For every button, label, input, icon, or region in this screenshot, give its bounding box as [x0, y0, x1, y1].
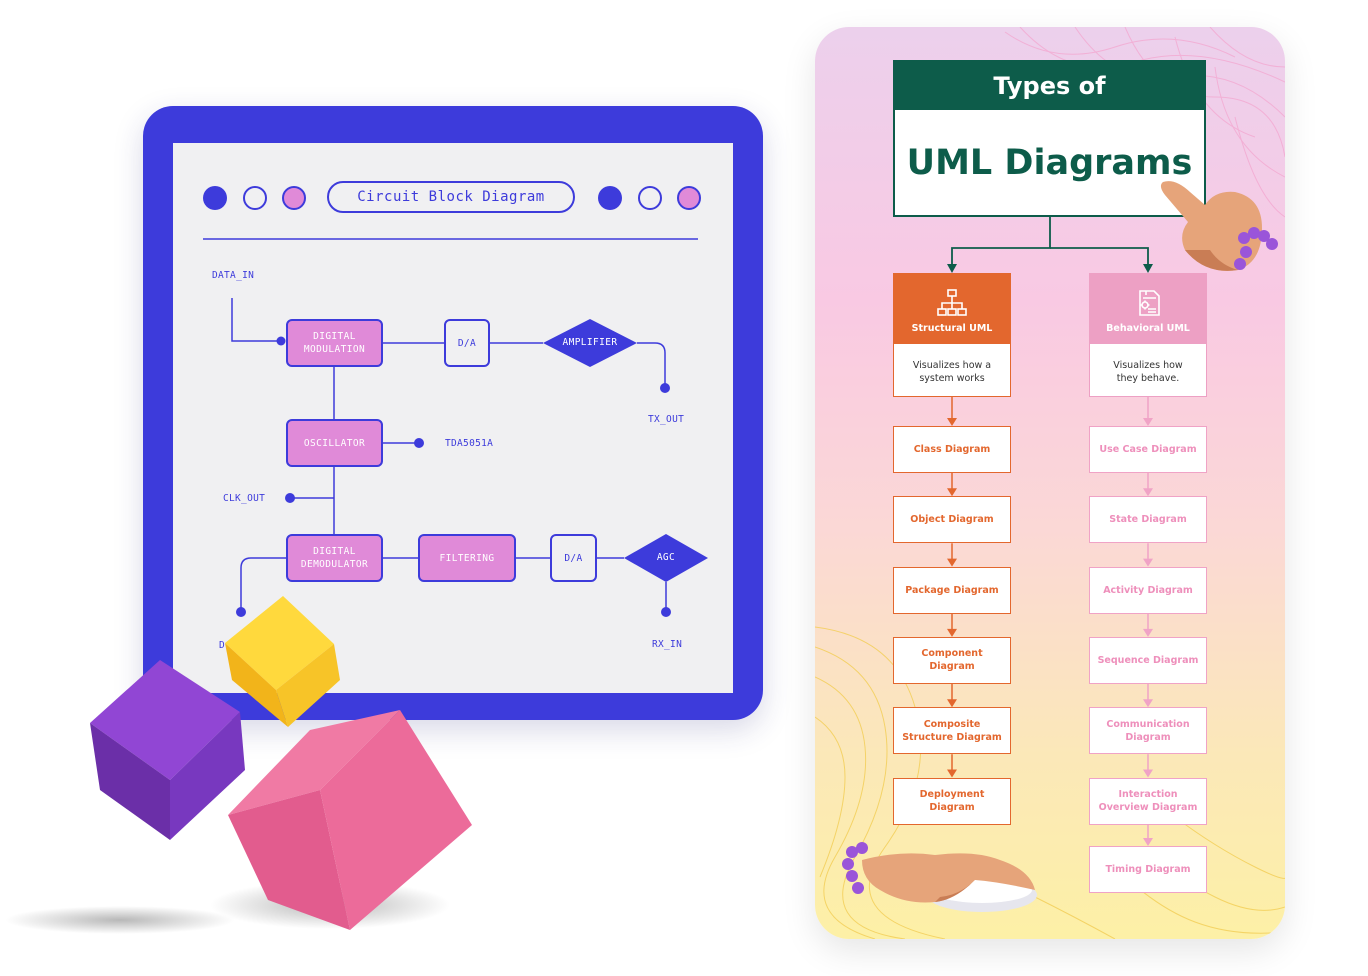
signal-data-out: D [219, 640, 226, 651]
structural-node: Class Diagram [893, 426, 1011, 473]
structural-node: Deployment Diagram [893, 777, 1011, 825]
block-digital-demodulator: DIGITAL DEMODULATOR [286, 534, 383, 582]
uml-header-title: UML Diagrams [906, 142, 1193, 183]
behavioral-node: Activity Diagram [1089, 566, 1207, 614]
behavioral-arrow-head [1143, 628, 1153, 637]
behavioral-uml-description: Visualizes how they behave. [1113, 360, 1183, 384]
block-digital-modulation: DIGITAL MODULATION [286, 319, 383, 367]
behavioral-arrow-head [1143, 558, 1153, 567]
structural-arrow-head [947, 699, 957, 708]
signal-rx-in: RX_IN [652, 639, 683, 650]
behavioral-arrow-head [1143, 699, 1153, 708]
block-oscillator: OSCILLATOR [286, 419, 383, 467]
behavioral-node: State Diagram [1089, 496, 1207, 544]
behavioral-arrow-head [1143, 488, 1153, 497]
dot-pink-right [677, 186, 701, 210]
circuit-title: Circuit Block Diagram [327, 181, 575, 213]
signal-clk-out: CLK_OUT [223, 493, 266, 504]
block-da-top: D/A [444, 319, 490, 367]
circuit-wires [203, 238, 708, 617]
structural-arrow-head [947, 418, 957, 426]
structural-node: Composite Structure Diagram [893, 707, 1011, 755]
behavioral-node: Timing Diagram [1089, 846, 1207, 893]
structural-uml-card: Structural UML Visualizes how a system w… [893, 273, 1011, 397]
structural-node: Package Diagram [893, 566, 1011, 614]
behavioral-node: Interaction Overview Diagram [1089, 777, 1207, 825]
structural-uml-description: Visualizes how a system works [912, 360, 992, 384]
uml-header-card: Types of UML Diagrams [893, 60, 1206, 217]
dot-solid-right [598, 186, 622, 210]
structural-node: Object Diagram [893, 496, 1011, 544]
dot-outline-right [638, 186, 662, 210]
block-amplifier: AMPLIFIER [562, 337, 618, 348]
structural-arrow-head [947, 488, 957, 497]
behavioral-uml-card: Behavioral UML Visualizes how they behav… [1089, 273, 1207, 397]
uml-header-top: Types of [895, 62, 1204, 110]
behavioral-node: Communication Diagram [1089, 707, 1207, 755]
behavioral-node: Sequence Diagram [1089, 636, 1207, 684]
structural-arrow-head [947, 769, 957, 778]
behavioral-uml-title: Behavioral UML [1106, 323, 1190, 334]
structural-arrow-head [947, 628, 957, 637]
signal-tx-out: TX_OUT [648, 414, 685, 425]
behavioral-node: Use Case Diagram [1089, 426, 1207, 473]
structural-uml-title: Structural UML [911, 323, 993, 334]
signal-data-in: DATA_IN [212, 270, 255, 281]
behavioral-arrow-head [1143, 769, 1153, 778]
hierarchy-icon [937, 289, 967, 316]
dot-solid-left [203, 186, 227, 210]
behavioral-arrow-head [1143, 418, 1153, 426]
block-da-bottom: D/A [550, 534, 597, 582]
behavioral-arrow-head [1143, 838, 1153, 846]
block-filtering: FILTERING [418, 534, 516, 582]
dot-outline-left [243, 186, 267, 210]
signal-tda: TDA5051A [445, 438, 494, 449]
structural-arrow-head [947, 558, 957, 567]
document-gear-icon [1139, 290, 1160, 316]
block-agc: AGC [656, 552, 676, 563]
dot-pink-left [282, 186, 306, 210]
structural-node: Component Diagram [893, 636, 1011, 684]
